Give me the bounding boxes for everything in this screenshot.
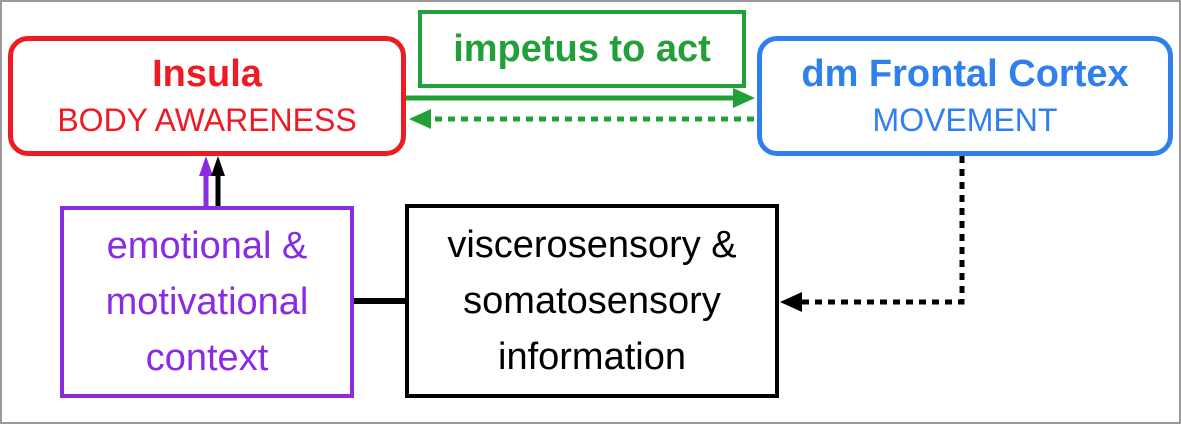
arrowhead-to-frontal (733, 88, 755, 108)
context-box: emotional & motivational context (60, 206, 354, 398)
arrowhead-purple (199, 156, 213, 176)
insula-title: Insula (152, 53, 262, 95)
frontal-cortex-subtitle: MOVEMENT (872, 102, 1058, 138)
arrow-frontal-to-sensory (800, 156, 965, 305)
sensory-box: viscerosensory & somatosensory informati… (405, 204, 779, 398)
context-line: context (145, 337, 269, 379)
impetus-box: impetus to act (418, 10, 746, 88)
sensory-line: viscerosensory & (447, 224, 737, 266)
context-line: emotional & (106, 225, 308, 267)
arrowhead-to-sensory (780, 292, 802, 312)
arrowhead-to-insula (409, 109, 431, 129)
arrowhead-black (211, 156, 225, 176)
frontal-cortex-title: dm Frontal Cortex (801, 53, 1129, 95)
insula-box: Insula BODY AWARENESS (8, 36, 406, 156)
sensory-line: somatosensory (463, 280, 721, 322)
insula-subtitle: BODY AWARENESS (57, 102, 357, 138)
sensory-line: information (498, 336, 686, 378)
frontal-cortex-box: dm Frontal Cortex MOVEMENT (757, 36, 1173, 156)
context-line: motivational (105, 281, 309, 323)
impetus-label: impetus to act (453, 27, 711, 70)
